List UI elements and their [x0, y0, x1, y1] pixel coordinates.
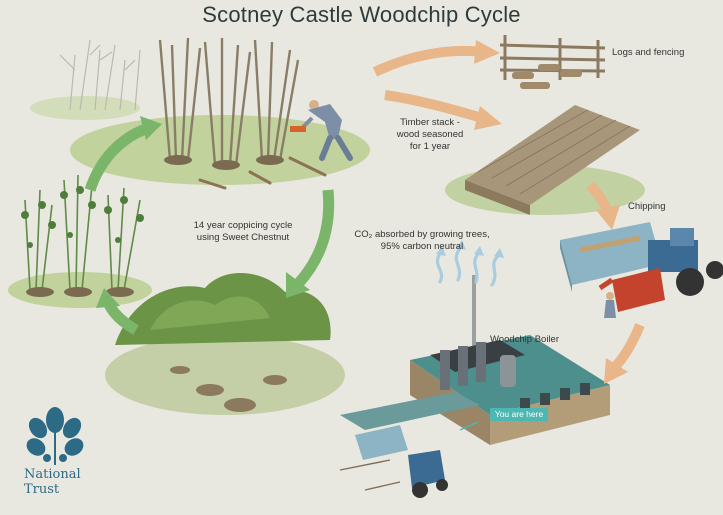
woodchip-boiler-building: [339, 275, 610, 498]
coppice-woodland: [30, 37, 370, 190]
label-chipping: Chipping: [628, 201, 666, 212]
label-co2-absorbed: CO₂ absorbed by growing trees, 95% carbo…: [354, 229, 490, 252]
timber-stack: [445, 105, 645, 215]
co2-wisps-icon: [435, 246, 500, 287]
label-logs-fencing: Logs and fencing: [612, 47, 685, 58]
worker-chainsaw: [290, 100, 353, 161]
green-arrows: [84, 116, 335, 335]
oak-leaf-icon: [26, 407, 84, 465]
mature-woodland: [105, 272, 345, 415]
logs-fencing: [499, 35, 606, 89]
label-timber-stack: Timber stack - wood seasoned for 1 year: [396, 117, 464, 152]
label-woodchip-boiler: Woodchip Boiler: [490, 334, 560, 345]
orange-arrows: [372, 40, 645, 384]
national-trust-logo-text: National Trust: [24, 467, 81, 497]
diagram-title: Scotney Castle Woodchip Cycle: [202, 2, 521, 27]
coppice-regrowth: [8, 174, 152, 308]
tractor-chipper: [560, 222, 723, 318]
label-coppicing-cycle: 14 year coppicing cycle using Sweet Ches…: [193, 220, 293, 243]
you-are-here-badge: You are here: [490, 408, 548, 421]
